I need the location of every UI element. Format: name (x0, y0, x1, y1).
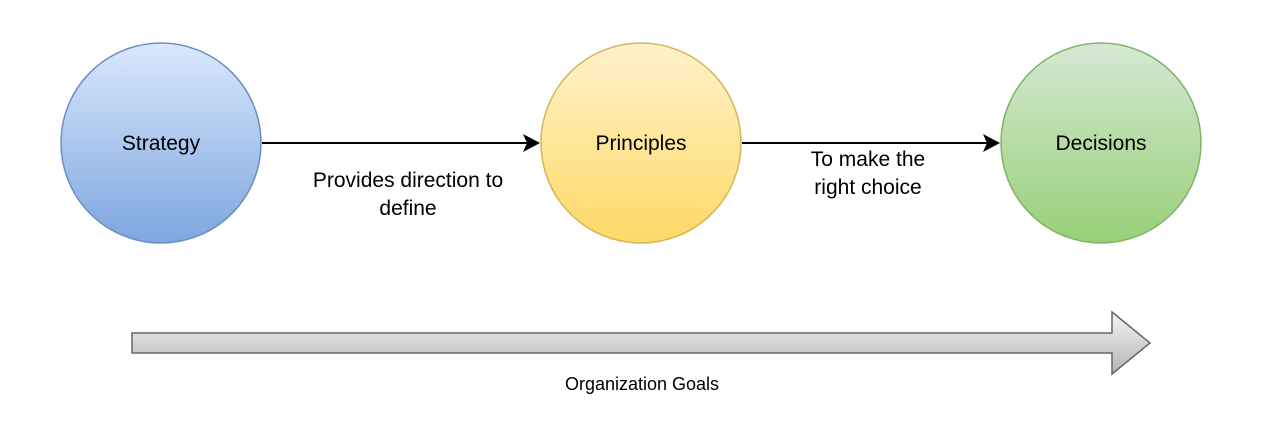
edge-principles-to-decisions-label-line1: To make the (811, 148, 925, 171)
edge-strategy-to-principles-arrowhead (523, 134, 540, 152)
edge-principles-to-decisions[interactable] (742, 134, 1000, 152)
node-decisions-circle (1000, 42, 1202, 244)
edge-strategy-to-principles-label-line2: define (379, 197, 436, 220)
node-principles-label: Principles (595, 132, 686, 155)
goal-arrow-label: Organization Goals (565, 374, 719, 394)
node-strategy[interactable]: Strategy (60, 42, 262, 244)
node-decisions-label: Decisions (1055, 132, 1146, 155)
edge-strategy-to-principles-label-line1: Provides direction to (313, 169, 503, 192)
goal-arrow[interactable] (131, 310, 1152, 376)
edge-principles-to-decisions-arrowhead (983, 134, 1000, 152)
goal-arrow-shape (131, 310, 1152, 376)
node-principles[interactable]: Principles (540, 42, 742, 244)
edge-strategy-to-principles[interactable] (262, 134, 540, 152)
node-principles-circle (540, 42, 742, 244)
node-strategy-circle (60, 42, 262, 244)
edge-principles-to-decisions-label-line2: right choice (814, 176, 921, 199)
node-decisions[interactable]: Decisions (1000, 42, 1202, 244)
node-strategy-label: Strategy (122, 132, 201, 155)
